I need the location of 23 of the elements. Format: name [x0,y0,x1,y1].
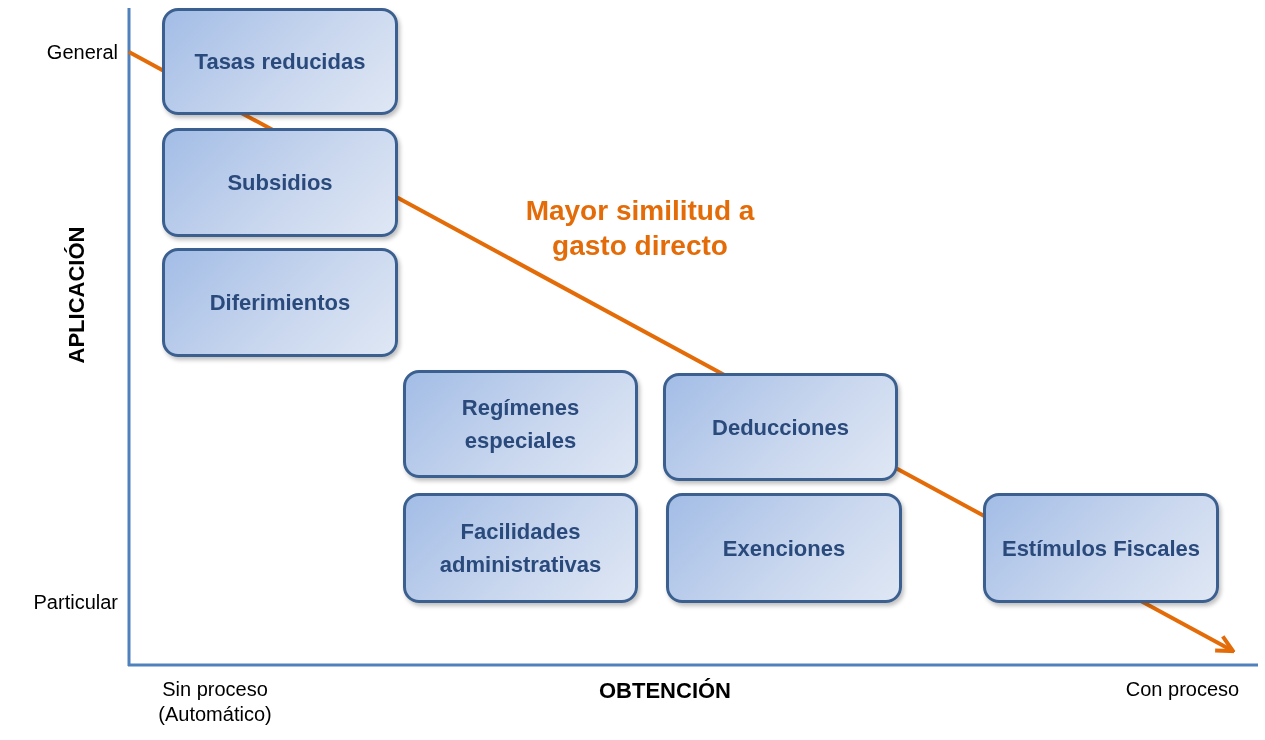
category-label: Tasas reducidas [194,48,366,76]
axis-label: Sin proceso (Automático) [157,677,273,727]
trend-label: Mayor similitud a gasto directo [524,194,756,263]
category-box [663,373,898,481]
category-label: Regímenes especiales [460,394,581,455]
category-box [162,8,398,115]
category-label: Exenciones [722,534,846,563]
category-label: Estímulos Fiscales [1001,534,1201,563]
category-label: Subsidios [227,169,333,197]
category-box [162,248,398,357]
axis-label: Con proceso [1124,677,1241,702]
axis-label: General [45,40,118,65]
axis-title: APLICACIÓN [64,225,90,366]
axis-title: OBTENCIÓN [598,677,732,705]
category-box [162,128,398,237]
category-label: Facilidades administrativas [438,518,603,579]
category-box [403,370,638,478]
axis-label: Particular [32,590,118,615]
category-box [666,493,902,603]
category-label: Deducciones [712,413,849,442]
category-label: Diferimientos [209,289,351,317]
category-box [403,493,638,603]
category-box [983,493,1219,603]
